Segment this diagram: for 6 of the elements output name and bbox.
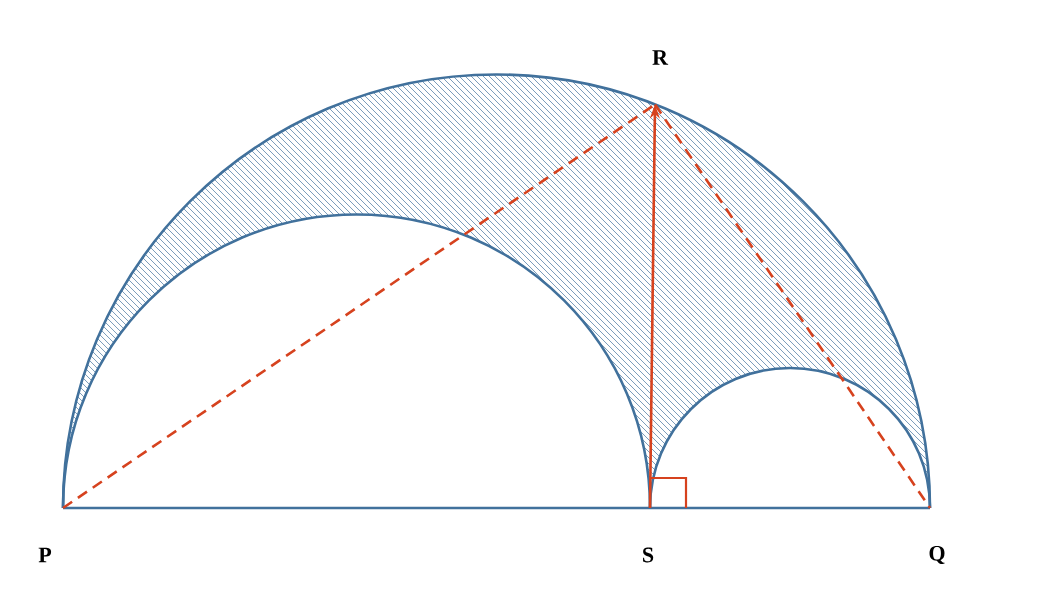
point-label: R: [652, 50, 669, 65]
dashed-line: [653, 103, 932, 509]
dashed-line: [62, 103, 656, 510]
point-label: P: [38, 547, 52, 563]
point-label: Q: [929, 545, 945, 565]
point-label: S: [643, 547, 654, 563]
